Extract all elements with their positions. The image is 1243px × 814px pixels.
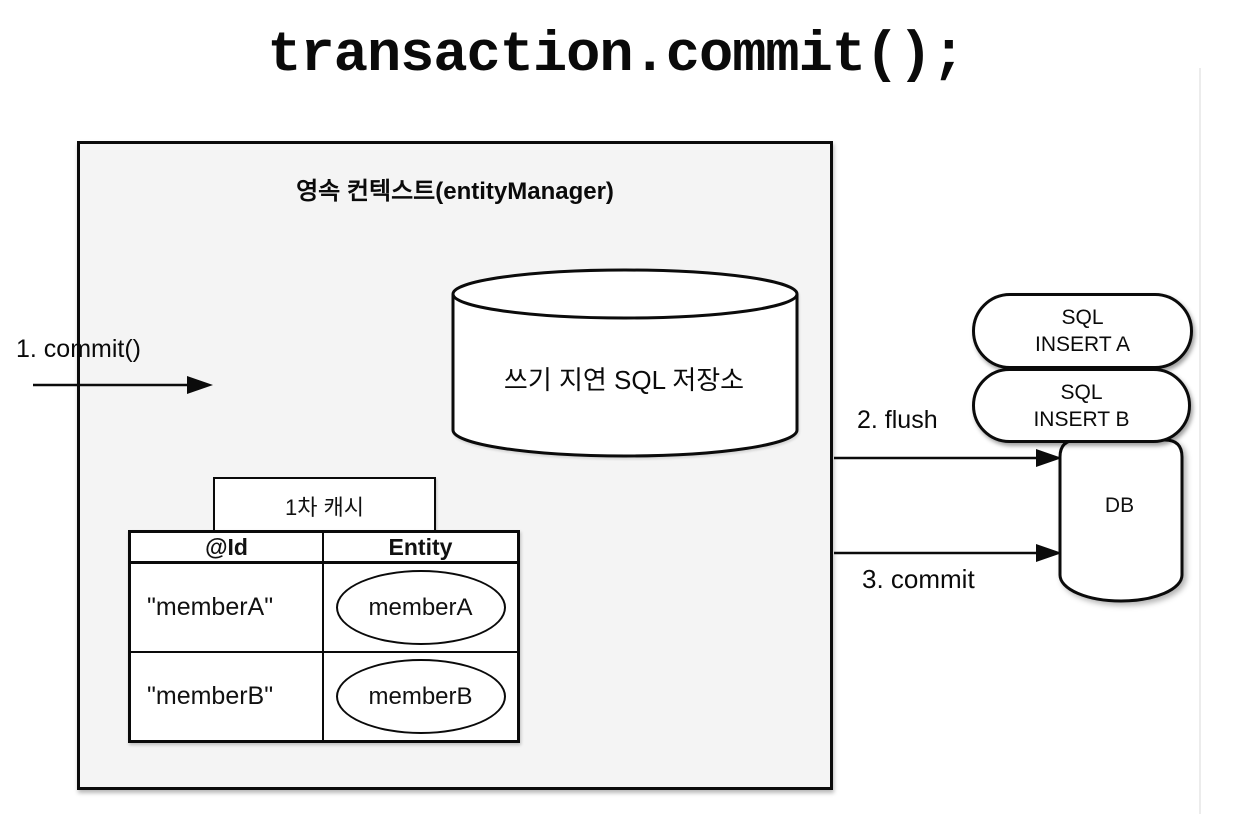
commit-db-arrow [834,544,1062,562]
sql-insert-a-pill: SQL INSERT A [972,293,1193,369]
cache-column-id: @Id [131,533,324,561]
entity-ellipse: memberB [335,659,506,734]
sql-store-label: 쓰기 지연 SQL 저장소 [503,365,745,395]
cache-row-entity-cell: memberB [324,653,517,740]
flush-arrow-label: 2. flush [857,406,938,434]
db-label: DB [1104,494,1135,517]
cache-row-entity-cell: memberA [324,564,517,651]
first-level-cache-label: 1차 캐시 [284,494,365,520]
cache-column-entity: Entity [388,533,453,560]
sql-insert-a-line2: INSERT A [1035,333,1130,356]
flush-arrow [834,449,1062,467]
cache-row-id: "memberA" [131,564,324,651]
db-cylinder [1058,438,1184,603]
commit-db-arrow-label: 3. commit [862,564,975,594]
first-level-cache-tab: 1차 캐시 [213,477,436,534]
sql-store-cylinder [451,268,799,458]
commit-arrow-label: 1. commit() [16,335,141,363]
table-row: "memberB" memberB [131,651,517,740]
sql-insert-a-line1: SQL [1061,306,1104,329]
persistence-context-label: 영속 컨텍스트(entityManager) [296,178,614,205]
sql-insert-b-line2: INSERT B [1033,407,1130,431]
cache-row-id: "memberB" [131,653,324,740]
entity-ellipse: memberA [335,570,506,645]
cache-table-header: @Id Entity [131,533,517,564]
sql-insert-b-pill: SQL INSERT B [972,368,1191,443]
first-level-cache-table: @Id Entity "memberA" memberA "memberB" m… [128,530,520,743]
page-title: transaction.commit(); [267,24,965,88]
sql-insert-b-line1: SQL [1060,380,1103,404]
table-row: "memberA" memberA [131,564,517,651]
page-edge-line [1199,68,1201,814]
